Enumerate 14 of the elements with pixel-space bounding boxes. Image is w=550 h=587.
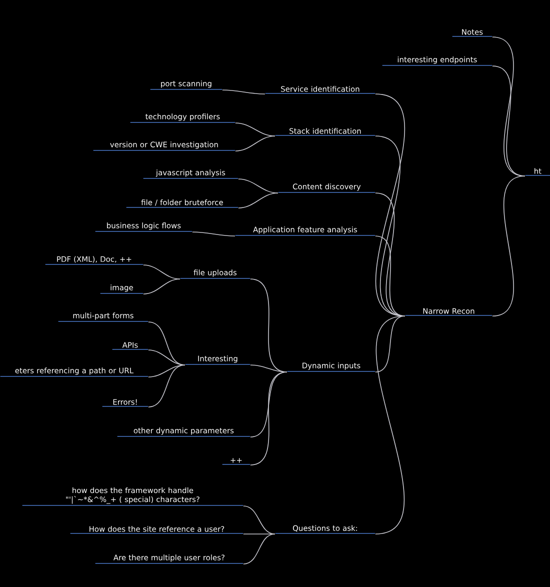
branch-line (238, 192, 278, 208)
branch-line (250, 364, 288, 372)
branch-line (243, 534, 276, 564)
branch-line (143, 278, 180, 294)
branch-line (492, 176, 526, 316)
branch-line (375, 94, 406, 316)
branch-line (235, 136, 276, 152)
branch-line (143, 264, 180, 280)
branch-line (222, 90, 266, 94)
branch-line (148, 364, 186, 378)
branch-line (250, 372, 288, 466)
branch-line (375, 316, 406, 534)
branch-line (192, 232, 236, 236)
branch-line (148, 364, 186, 408)
